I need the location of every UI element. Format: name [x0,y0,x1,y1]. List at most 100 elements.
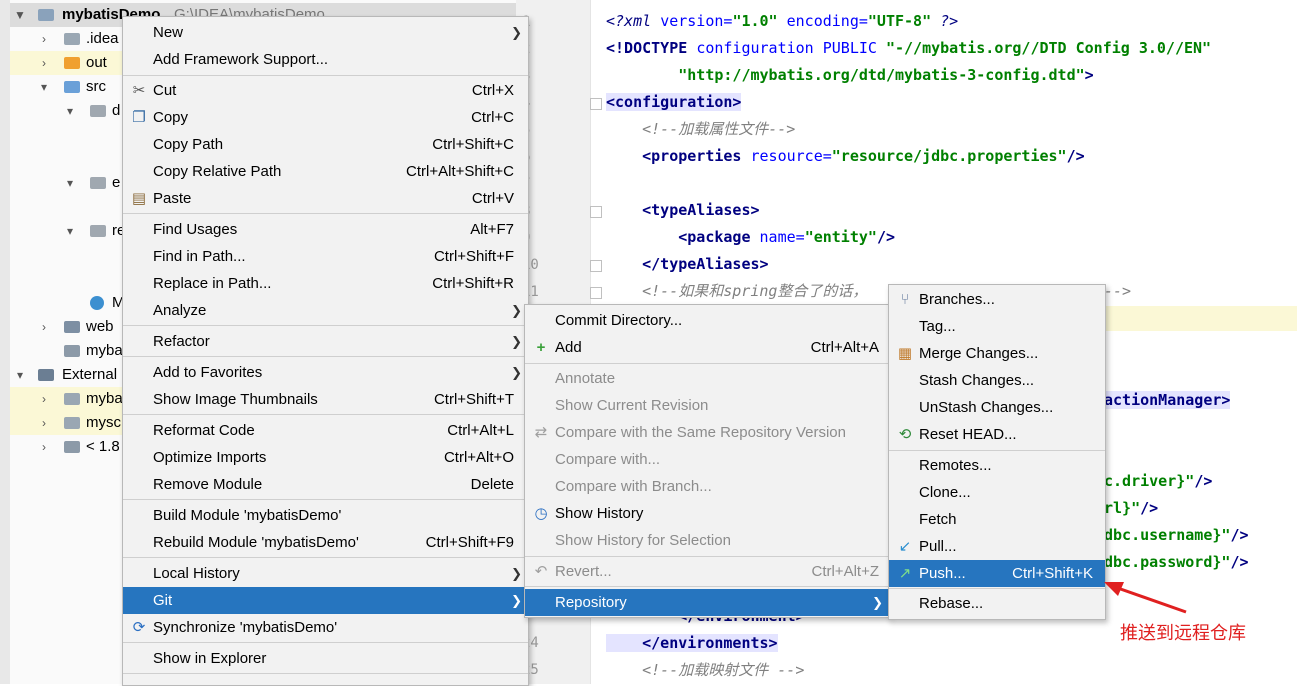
tree-item-label: mysc [86,414,121,431]
tree-item-web[interactable]: › web [10,315,516,339]
chevron-down-icon[interactable]: ▾ [66,176,74,190]
chevron-right-icon[interactable]: › [42,416,46,430]
menu-item-merge-changes[interactable]: ▦Merge Changes... [889,340,1105,367]
code-line-tail: c.driver}"/> [1104,468,1212,495]
menu-item-remotes[interactable]: Remotes... [889,452,1105,479]
tree-item-package[interactable]: ▾ e [10,171,516,195]
code-token: <configuration> [606,93,742,111]
menu-item-unstash-changes[interactable]: UnStash Changes... [889,394,1105,421]
chevron-down-icon[interactable]: ▾ [16,368,24,382]
menu-item-new[interactable]: New❯ [123,19,528,46]
code-token: encoding= [777,12,868,30]
chevron-down-icon[interactable]: ▾ [66,104,74,118]
web-folder-icon [64,321,80,333]
tree-item-package[interactable]: ▾ d [10,99,516,123]
chevron-right-icon[interactable]: › [42,320,46,334]
menu-item-analyze[interactable]: Analyze❯ [123,297,528,324]
menu-item-stash-changes[interactable]: Stash Changes... [889,367,1105,394]
menu-item-build-module[interactable]: Build Module 'mybatisDemo' [123,502,528,529]
menu-item-label: Compare with Branch... [555,478,712,495]
tree-item-src[interactable]: ▾ src [10,75,516,99]
chevron-right-icon: ❯ [511,365,522,380]
menu-item-add-framework-support[interactable]: Add Framework Support... [123,46,528,73]
menu-item-branches[interactable]: ⑂Branches... [889,286,1105,313]
menu-item-tag[interactable]: Tag... [889,313,1105,340]
menu-separator [123,499,528,500]
code-token: <typeAliases> [606,201,760,219]
menu-item-pull[interactable]: ↙Pull... [889,533,1105,560]
fold-marker-icon[interactable] [590,287,602,299]
menu-item-synchronize[interactable]: ⟳Synchronize 'mybatisDemo' [123,614,528,641]
tree-item-jdk[interactable]: › < 1.8 [10,435,516,459]
tree-item-label: myba [86,390,123,407]
chevron-down-icon[interactable]: ▾ [66,224,74,238]
menu-item-show-image-thumbnails[interactable]: Show Image Thumbnails Ctrl+Shift+T [123,386,528,413]
menu-item-compare-with-branch[interactable]: Compare with Branch... [525,473,889,500]
menu-item-compare-same-repo[interactable]: ⇄Compare with the Same Repository Versio… [525,419,889,446]
menu-item-show-in-explorer[interactable]: Show in Explorer [123,645,528,672]
chevron-down-icon[interactable]: ▼ [14,8,26,22]
code-line: <properties resource="resource/jdbc.prop… [606,143,1085,170]
tree-item-idea[interactable]: › .idea [10,27,516,51]
menu-item-shortcut: Ctrl+Shift+T [433,391,514,408]
menu-item-commit-directory[interactable]: Commit Directory... [525,307,889,334]
menu-item-reset-head[interactable]: ⟲Reset HEAD... [889,421,1105,448]
menu-item-annotate[interactable]: Annotate [525,365,889,392]
menu-item-revert[interactable]: ↶Revert...Ctrl+Alt+Z [525,558,889,585]
chevron-right-icon[interactable]: › [42,392,46,406]
menu-item-push[interactable]: ↗Push...Ctrl+Shift+K [889,560,1105,587]
chevron-right-icon[interactable]: › [42,440,46,454]
menu-item-add-to-favorites[interactable]: Add to Favorites❯ [123,359,528,386]
menu-separator [123,213,528,214]
menu-item-rebuild-module[interactable]: Rebuild Module 'mybatisDemo'Ctrl+Shift+F… [123,529,528,556]
jar-icon [64,417,80,429]
chevron-down-icon[interactable]: ▾ [40,80,48,94]
sync-icon: ⟳ [132,619,146,636]
menu-item-show-history[interactable]: ◷Show History [525,500,889,527]
package-icon [90,177,106,189]
menu-item-label: Show History [555,505,644,522]
menu-item-compare-with[interactable]: Compare with... [525,446,889,473]
menu-item-find-in-path[interactable]: Find in Path...Ctrl+Shift+F [123,243,528,270]
menu-separator [123,557,528,558]
paste-icon: ▤ [131,190,147,207]
menu-item-clone[interactable]: Clone... [889,479,1105,506]
chevron-right-icon[interactable]: › [42,56,46,70]
tree-item-external[interactable]: ▾ External [10,363,516,387]
fold-marker-icon[interactable] [590,260,602,272]
fold-marker-icon[interactable] [590,206,602,218]
menu-item-rebase[interactable]: Rebase... [889,590,1105,617]
menu-item-label: Show in Explorer [153,650,267,667]
chevron-right-icon[interactable]: › [42,32,46,46]
menu-item-show-history-selection[interactable]: Show History for Selection [525,527,889,554]
tree-item-iml[interactable]: myba [10,339,516,363]
menu-item-fetch[interactable]: Fetch [889,506,1105,533]
menu-item-show-current-revision[interactable]: Show Current Revision [525,392,889,419]
menu-item-replace-in-path[interactable]: Replace in Path...Ctrl+Shift+R [123,270,528,297]
menu-item-label: Find Usages [153,221,238,238]
menu-item-label: UnStash Changes... [919,399,1054,416]
menu-item-repository[interactable]: Repository❯ [525,589,889,616]
menu-item-label: Copy Path [153,136,224,153]
tree-item-class[interactable]: M [10,291,516,315]
current-line-highlight [1104,306,1297,331]
menu-item-local-history[interactable]: Local History❯ [123,560,528,587]
menu-item-git[interactable]: Git❯ [123,587,528,614]
annotation-text: 推送到远程仓库 [1120,623,1246,643]
menu-item-label: Show Image Thumbnails [153,391,318,408]
menu-item-refactor[interactable]: Refactor❯ [123,328,528,355]
jar-icon [64,393,80,405]
fold-marker-icon[interactable] [590,98,602,110]
code-line: <!DOCTYPE configuration PUBLIC "-//mybat… [606,35,1211,62]
